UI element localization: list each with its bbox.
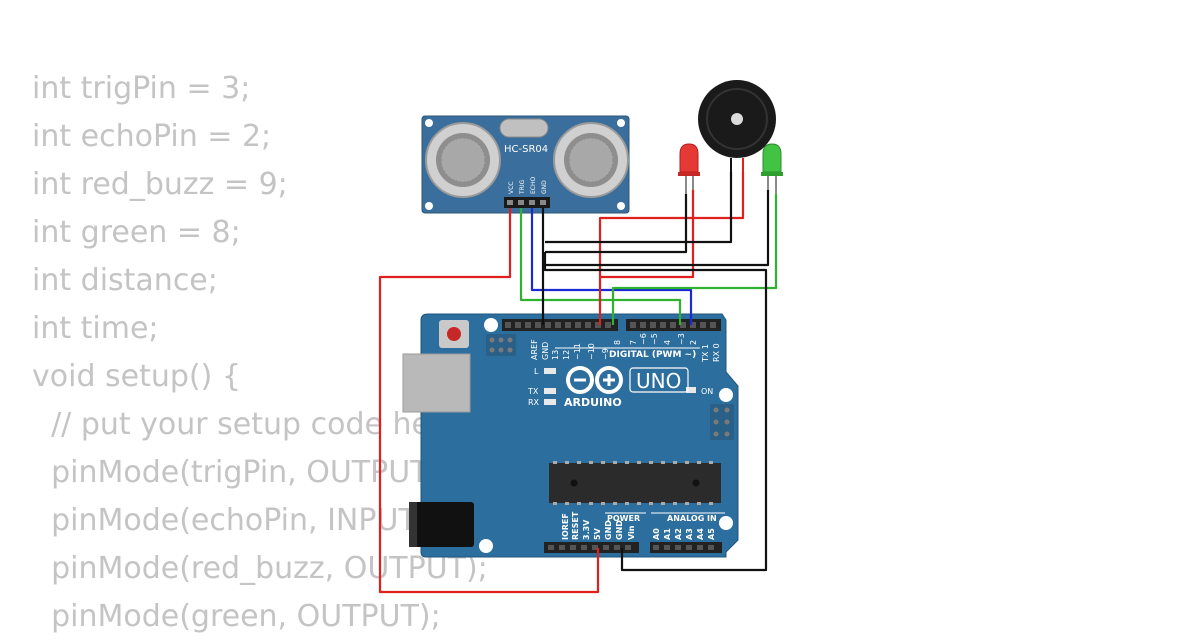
- pin-label: GND: [604, 520, 613, 540]
- pin-label: A1: [663, 528, 672, 540]
- mounting-hole: [484, 318, 498, 332]
- icsp-header-2: [710, 404, 734, 440]
- code-line: pinMode(trigPin, OUTPUT);: [32, 455, 451, 490]
- arduino-logo-icon: [566, 366, 623, 394]
- atmega-chip: [549, 463, 721, 503]
- code-line: pinMode(red_buzz, OUTPUT);: [32, 551, 488, 586]
- pin-label: IOREF: [561, 513, 570, 540]
- l-label: L: [534, 367, 539, 376]
- code-line: int time;: [32, 311, 159, 346]
- tx-label: TX: [527, 387, 539, 396]
- usb-port: [402, 353, 471, 413]
- sensor-pin-label: GND: [541, 180, 548, 194]
- pin-label: ~9: [601, 348, 610, 360]
- wire-red-led-pos: [600, 190, 695, 279]
- mounting-hole: [479, 539, 493, 553]
- red-led: [678, 143, 700, 194]
- code-line: void setup() {: [32, 359, 241, 394]
- pin-label: ~11: [573, 343, 582, 360]
- tx-led: [544, 388, 556, 394]
- digital-header: [502, 319, 721, 331]
- pin-label: TX 1: [701, 344, 710, 363]
- transducer-right: [553, 122, 629, 198]
- pin-label: 3.3V: [582, 519, 591, 540]
- rx-label: RX: [528, 398, 540, 407]
- pin-label: ~3: [677, 333, 686, 345]
- digital-header-label: DIGITAL (PWM ~): [609, 350, 696, 360]
- code-line: pinMode(green, OUTPUT);: [32, 599, 441, 634]
- pin-label: Vin: [627, 525, 636, 540]
- code-line: int distance;: [32, 263, 218, 298]
- l-led: [544, 368, 556, 374]
- icsp-header: [486, 334, 516, 356]
- rx-led: [544, 399, 556, 405]
- piezo-buzzer: [698, 80, 776, 172]
- code-line: int red_buzz = 9;: [32, 167, 288, 202]
- pin-label: A3: [685, 528, 694, 540]
- arduino-uno-board: AREF GND 13 12 ~11 ~10 ~9 8 7 ~6 ~5 4 ~3…: [402, 313, 739, 558]
- wire-echo: [530, 208, 693, 325]
- pin-label: ~6: [639, 333, 648, 345]
- on-led: [686, 387, 696, 393]
- pin-label: RX 0: [712, 343, 721, 362]
- transducer-left: [425, 122, 501, 198]
- pin-label: 7: [629, 340, 638, 345]
- pin-label: 2: [689, 340, 698, 345]
- pin-label: A5: [707, 528, 716, 540]
- pin-label: A0: [652, 528, 661, 540]
- pin-label: 12: [562, 350, 571, 360]
- on-label: ON: [701, 387, 713, 396]
- green-led: [761, 143, 783, 194]
- wire-buzzer-gnd: [545, 172, 733, 244]
- code-line: int echoPin = 2;: [32, 119, 272, 154]
- crystal-oscillator: [499, 118, 549, 138]
- wire-ground-bus: [543, 252, 768, 572]
- pin-label: GND: [541, 342, 550, 360]
- wire-vcc-5v: [378, 208, 600, 594]
- mounting-hole: [719, 388, 733, 402]
- ultrasonic-sensor: HC-SR04 VCC TRIG ECHO GND: [421, 115, 630, 214]
- pin-label: RESET: [571, 511, 580, 540]
- pin-label: ~10: [587, 343, 596, 360]
- pin-label: A2: [674, 528, 683, 540]
- pin-label: 4: [663, 340, 672, 345]
- pin-label: 13: [551, 350, 560, 360]
- sensor-model-label: HC-SR04: [504, 144, 548, 155]
- code-line: int green = 8;: [32, 215, 241, 250]
- pin-label: GND: [615, 520, 624, 540]
- sensor-pin-label: ECHO: [530, 177, 537, 194]
- code-line: int trigPin = 3;: [32, 71, 251, 106]
- mounting-hole: [719, 516, 733, 530]
- power-jack: [409, 502, 474, 547]
- wire-green-led-pos: [611, 194, 778, 325]
- wire-red-led-gnd: [545, 194, 688, 254]
- pin-label: ~5: [650, 333, 659, 345]
- power-header-label: POWER: [607, 514, 640, 523]
- wire-buzzer-pos: [598, 172, 745, 325]
- pin-label: 8: [613, 340, 622, 345]
- sensor-pin-label: VCC: [508, 182, 515, 194]
- pin-label: AREF: [530, 339, 539, 360]
- pin-label: 5V: [593, 527, 602, 540]
- analog-header-label: ANALOG IN: [667, 514, 717, 523]
- model-label: UNO: [636, 369, 681, 393]
- pin-label: A4: [696, 528, 705, 540]
- power-header: [544, 542, 639, 553]
- reset-button-cap[interactable]: [447, 327, 461, 341]
- sensor-pin-label: TRIG: [519, 179, 526, 195]
- wire-green-led-gnd: [545, 190, 770, 267]
- brand-label: ARDUINO: [564, 396, 622, 409]
